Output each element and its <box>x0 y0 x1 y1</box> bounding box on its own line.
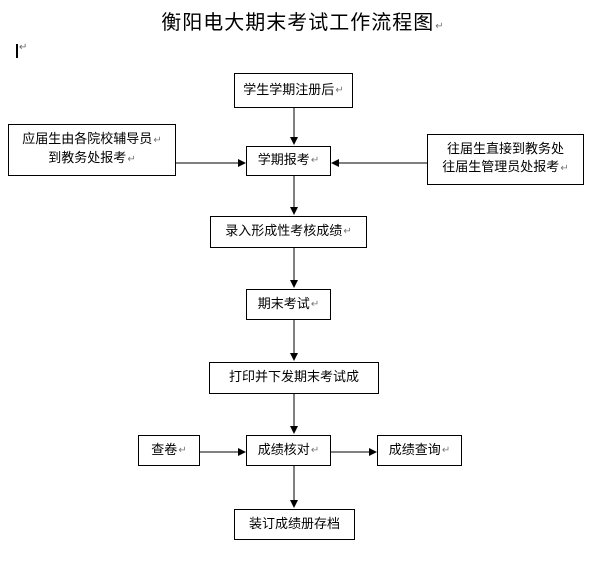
node-archive: 装订成绩册存档 <box>234 509 355 540</box>
node-formative: 录入形成性考核成绩↵ <box>210 216 367 248</box>
node-verify: 成绩核对↵ <box>246 435 331 466</box>
node-print: 打印并下发期末考试成 <box>209 362 379 394</box>
page-title: 衡阳电大期末考试工作流程图↵ <box>161 10 445 34</box>
node-right-source: 往届生直接到教务处 往届生管理员处报考↵ <box>427 134 584 185</box>
node-exam: 期末考试↵ <box>246 289 331 320</box>
node-register: 学生学期注册后↵ <box>234 73 353 108</box>
node-review: 查卷↵ <box>138 435 200 466</box>
node-enroll: 学期报考↵ <box>246 146 331 176</box>
node-query: 成绩查询↵ <box>377 435 462 466</box>
paragraph-mark: ↵ <box>19 42 28 53</box>
text-cursor <box>16 44 18 58</box>
node-left-source: 应届生由各院校辅导员↵ 到教务处报考↵ <box>8 124 176 176</box>
